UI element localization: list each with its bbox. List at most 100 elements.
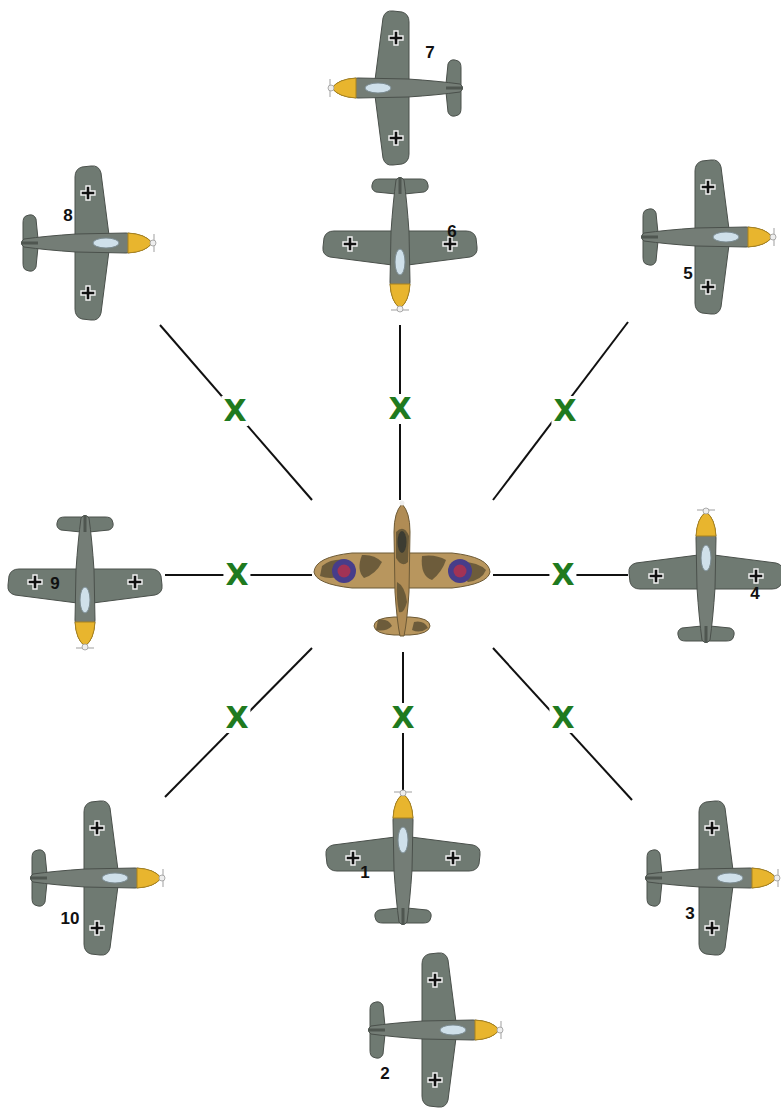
balkenkreuz xyxy=(446,851,460,865)
callout-number: 10 xyxy=(61,910,80,927)
hit-mark: X xyxy=(551,396,578,426)
balkenkreuz xyxy=(428,973,442,987)
yellow-cowling xyxy=(748,227,772,247)
fin xyxy=(705,626,708,643)
canopy xyxy=(398,531,407,553)
balkenkreuz xyxy=(81,186,95,200)
balkenkreuz xyxy=(28,575,42,589)
sight-line xyxy=(160,325,312,500)
callout-number: 6 xyxy=(447,223,456,240)
spinner xyxy=(159,875,165,881)
yellow-cowling xyxy=(332,78,356,98)
sight-line xyxy=(493,648,632,800)
enemy-fighter xyxy=(641,160,776,314)
callout-number: 7 xyxy=(425,44,434,61)
camouflage-patch xyxy=(397,582,407,612)
camouflage-patch xyxy=(376,620,392,631)
fuselage xyxy=(642,227,773,247)
fin xyxy=(446,87,463,90)
balkenkreuz xyxy=(701,180,715,194)
yellow-cowling xyxy=(75,622,95,646)
roundel xyxy=(332,559,356,583)
yellow-cowling xyxy=(752,868,776,888)
sight-lines xyxy=(160,322,632,805)
fin xyxy=(641,236,658,239)
fuselage xyxy=(31,868,162,888)
fuselage xyxy=(393,794,413,925)
callout-number: 5 xyxy=(683,265,692,282)
hit-mark: X xyxy=(389,703,416,733)
balkenkreuz xyxy=(389,131,403,145)
hit-mark: X xyxy=(549,560,576,590)
yellow-cowling xyxy=(137,868,161,888)
camouflage-patch xyxy=(412,622,428,632)
canopy xyxy=(701,545,711,571)
camouflage-patch xyxy=(422,556,446,581)
canopy xyxy=(395,249,405,275)
spinner xyxy=(150,240,156,246)
enemy-fighter xyxy=(21,166,156,320)
balkenkreuz xyxy=(90,921,104,935)
balkenkreuz xyxy=(81,286,95,300)
fin xyxy=(30,877,47,880)
fin xyxy=(399,177,402,194)
hit-mark: X xyxy=(549,703,576,733)
balkenkreuz xyxy=(705,821,719,835)
hit-mark: X xyxy=(221,396,248,426)
fin xyxy=(368,1029,385,1032)
yellow-cowling xyxy=(393,794,413,818)
balkenkreuz xyxy=(428,1073,442,1087)
fuselage xyxy=(22,233,153,253)
canopy xyxy=(713,232,739,242)
balkenkreuz xyxy=(649,569,663,583)
sight-line xyxy=(493,322,628,500)
balkenkreuz xyxy=(346,851,360,865)
yellow-cowling xyxy=(696,512,716,536)
enemy-fighter xyxy=(326,790,480,925)
enemy-fighter xyxy=(328,11,463,165)
enemy-fighter xyxy=(645,801,780,955)
enemy-fighter xyxy=(8,515,162,650)
fuselage xyxy=(696,512,716,643)
balkenkreuz xyxy=(701,280,715,294)
balkenkreuz xyxy=(343,237,357,251)
roundel xyxy=(448,559,472,583)
spitfire xyxy=(314,501,490,637)
callout-number: 3 xyxy=(685,905,694,922)
roundel-centre xyxy=(338,565,351,578)
balkenkreuz xyxy=(389,31,403,45)
callout-number: 4 xyxy=(750,585,759,602)
callout-number: 2 xyxy=(380,1065,389,1082)
enemy-fighter xyxy=(629,508,781,643)
spinner xyxy=(400,790,406,796)
hit-mark: X xyxy=(223,560,250,590)
canopy xyxy=(440,1025,466,1035)
spinner xyxy=(774,875,780,881)
canopy xyxy=(717,873,743,883)
balkenkreuz xyxy=(128,575,142,589)
fuselage xyxy=(369,1020,500,1040)
balkenkreuz xyxy=(90,821,104,835)
callout-number: 9 xyxy=(50,575,59,592)
enemy-fighter xyxy=(368,953,503,1107)
spinner xyxy=(328,85,334,91)
camouflage-patch xyxy=(359,555,382,578)
balkenkreuz xyxy=(705,921,719,935)
spinner xyxy=(703,508,709,514)
fuselage xyxy=(390,178,410,309)
spinner xyxy=(497,1027,503,1033)
enemy-fighter xyxy=(30,801,165,955)
yellow-cowling xyxy=(390,284,410,308)
yellow-cowling xyxy=(128,233,152,253)
fin xyxy=(21,242,38,245)
fuselage xyxy=(394,504,410,636)
hit-mark: X xyxy=(386,394,413,424)
roundel-centre xyxy=(454,565,467,578)
spinner xyxy=(770,234,776,240)
yellow-cowling xyxy=(475,1020,499,1040)
fuselage xyxy=(646,868,777,888)
canopy xyxy=(80,587,90,613)
spinner xyxy=(397,306,403,312)
